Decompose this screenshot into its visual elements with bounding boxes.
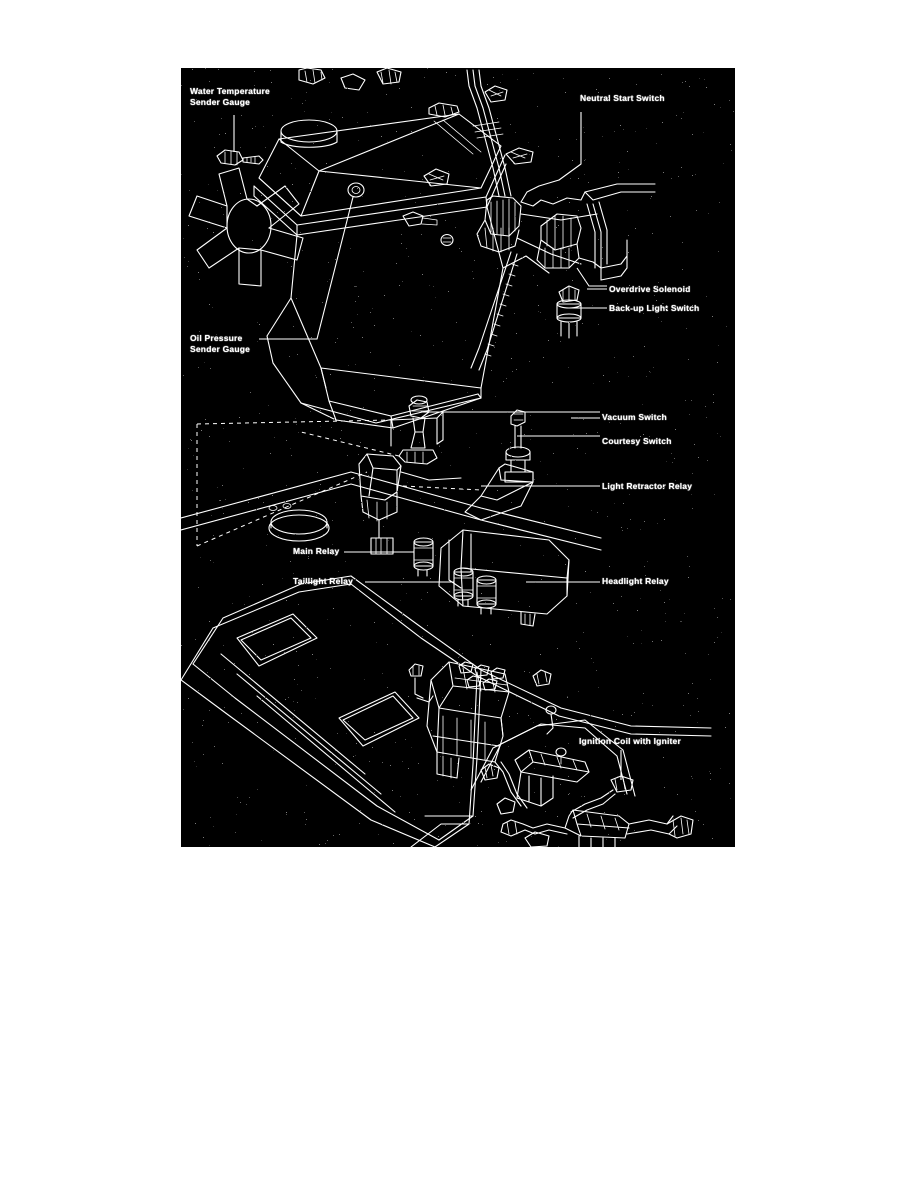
vacuum-switch-component	[390, 395, 444, 465]
back-up-light-switch-component	[556, 285, 582, 339]
callout-courtesy-switch: Courtesy Switch	[602, 436, 672, 446]
cooling-fan	[188, 167, 304, 287]
assembly-guide-lines	[196, 419, 482, 547]
wiring-harness	[466, 69, 598, 371]
auxiliary-relay-component	[476, 575, 497, 615]
light-retractor-relay-component	[358, 453, 462, 555]
fuse-relay-box	[408, 661, 552, 809]
loose-fastener-parts	[298, 68, 402, 91]
mounting-bracket	[514, 747, 590, 807]
callout-vacuum-switch: Vacuum Switch	[602, 412, 667, 422]
engine-assembly	[188, 68, 656, 429]
valve-cover	[253, 113, 507, 236]
callout-oil-pressure-sender-gauge: Oil Pressure Sender Gauge	[190, 333, 251, 354]
main-relay-component	[413, 537, 434, 577]
callout-ignition-coil-with-igniter: Ignition Coil with Igniter	[579, 736, 681, 746]
engine-compartment-illustration: .ln { fill:none; stroke:#ffffff; stroke-…	[181, 68, 712, 847]
oil-pan	[266, 335, 482, 429]
body-and-relay-assembly	[181, 395, 712, 847]
leader-courtesy-switch-hidden	[525, 418, 600, 442]
callout-back-up-light-switch: Back-up Light Switch	[609, 303, 700, 313]
neutral-start-switch-component	[520, 137, 656, 207]
leader-overdrive-solenoid-2	[576, 267, 607, 287]
ignition-coil-with-igniter-component	[500, 775, 694, 847]
engine-block	[266, 206, 550, 389]
engine-hoses	[586, 201, 608, 269]
loose-connector-bottom	[524, 831, 550, 847]
fasteners-group	[402, 85, 534, 247]
callout-light-retractor-relay: Light Retractor Relay	[602, 481, 693, 491]
callout-taillight-relay: Taillight Relay	[293, 576, 353, 586]
callout-main-relay: Main Relay	[293, 546, 340, 556]
fender-body-panel	[181, 575, 712, 847]
wiring-diagram-plate: .ln { fill:none; stroke:#ffffff; stroke-…	[181, 68, 735, 847]
callout-neutral-start-switch: Neutral Start Switch	[580, 93, 665, 103]
transmission-housing	[536, 213, 628, 281]
inner-fender-wire	[545, 705, 557, 735]
callout-water-temperature-sender-gauge: Water Temperature Sender Gauge	[190, 86, 270, 107]
callout-leader-lines	[233, 112, 622, 780]
cowl-panel	[181, 471, 602, 551]
callout-overdrive-solenoid: Overdrive Solenoid	[609, 284, 691, 294]
headlight-relay-component	[438, 529, 570, 627]
body-connectors	[480, 763, 516, 815]
courtesy-switch-component	[464, 409, 534, 521]
callout-headlight-relay: Headlight Relay	[602, 576, 669, 586]
water-temperature-sender-gauge-component	[216, 149, 264, 166]
wheel-arch	[470, 719, 636, 797]
oil-pressure-sender-gauge-component	[316, 182, 365, 340]
